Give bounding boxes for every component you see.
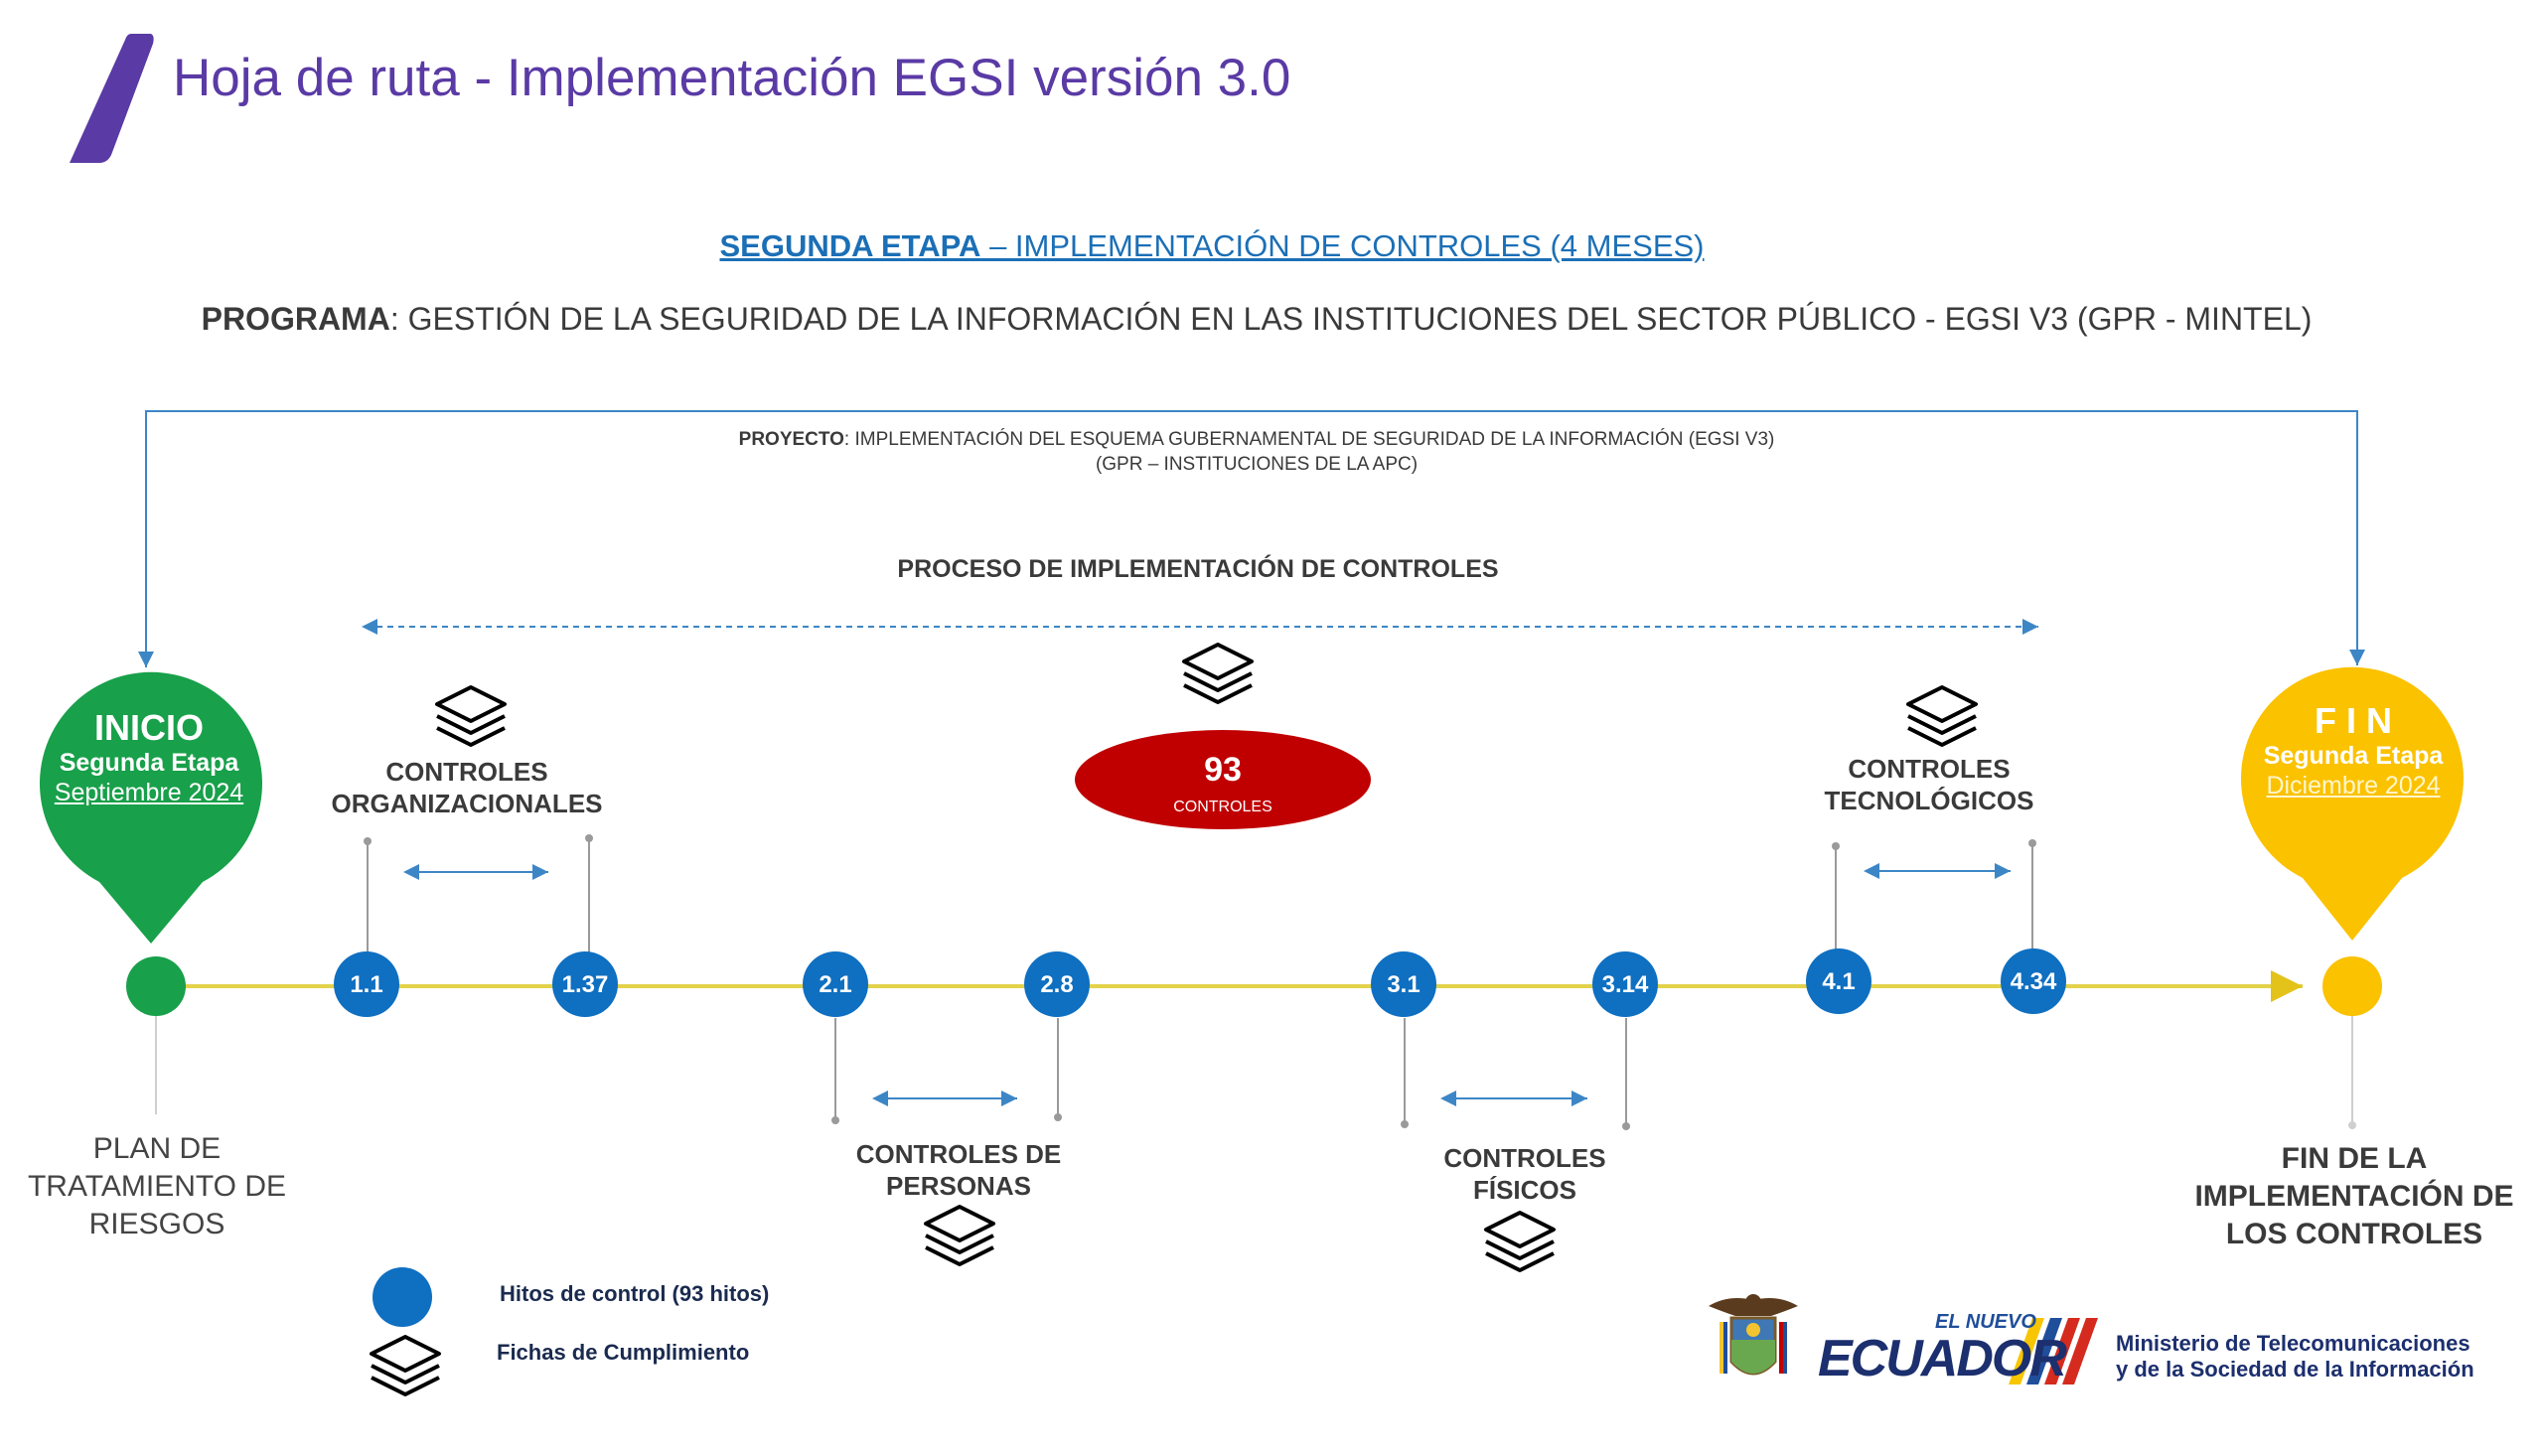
title-slash-icon [70, 34, 154, 163]
end-pin-label: F I N Segunda Etapa Diciembre 2024 [2263, 700, 2444, 801]
svg-text:1.37: 1.37 [562, 971, 609, 998]
svg-text:2.8: 2.8 [1040, 971, 1073, 998]
ecuador-flag-stripes-icon [2009, 1318, 2098, 1384]
milestone-node: 1.1 [334, 951, 399, 1017]
legend-milestone-icon [373, 1267, 432, 1327]
layers-icon [1484, 1211, 1556, 1272]
milestone-node: 4.1 [1806, 948, 1871, 1014]
layers-icon [1906, 685, 1978, 747]
milestone-node: 3.1 [1371, 951, 1436, 1017]
legend-milestones-text: Hitos de control (93 hitos) [500, 1281, 770, 1306]
milestone-node: 3.14 [1592, 951, 1658, 1017]
milestone-node: 4.34 [2001, 948, 2066, 1014]
milestone-node: 2.1 [803, 951, 868, 1017]
stage-heading: SEGUNDA ETAPA – IMPLEMENTACIÓN DE CONTRO… [719, 228, 1705, 263]
start-pin-label: INICIO Segunda Etapa Septiembre 2024 [54, 707, 244, 807]
logo-nuevo-text: EL NUEVO [1935, 1311, 2036, 1333]
total-controls-badge [1075, 730, 1371, 829]
legend-layers-icon [370, 1335, 441, 1396]
program-line: PROGRAMA: GESTIÓN DE LA SEGURIDAD DE LA … [201, 301, 2313, 337]
end-pin [2241, 666, 2464, 1129]
coat-of-arms-icon [1709, 1294, 1798, 1376]
page-title: Hoja de ruta - Implementación EGSI versi… [173, 49, 1291, 107]
svg-text:3.14: 3.14 [1602, 971, 1649, 998]
logo-ecuador-text: ECUADOR [1818, 1330, 2067, 1387]
total-value: 93 [1204, 751, 1242, 789]
milestone-node: 1.37 [552, 951, 618, 1017]
layers-icon [1182, 643, 1254, 704]
layers-icon [435, 685, 507, 747]
bracket-connector [145, 410, 2365, 665]
svg-text:2.1: 2.1 [819, 971, 851, 998]
svg-text:1.1: 1.1 [350, 971, 382, 998]
process-label: PROCESO DE IMPLEMENTACIÓN DE CONTROLES [897, 555, 1499, 583]
svg-text:4.1: 4.1 [1822, 968, 1855, 995]
svg-text:3.1: 3.1 [1387, 971, 1420, 998]
start-pin [40, 671, 262, 1114]
layers-icon [924, 1205, 995, 1266]
total-label: CONTROLES [1173, 799, 1272, 815]
milestone-node: 2.8 [1024, 951, 1090, 1017]
legend-sheets-text: Fichas de Cumplimiento [497, 1340, 750, 1365]
svg-text:4.34: 4.34 [2011, 968, 2057, 995]
project-line: PROYECTO: IMPLEMENTACIÓN DEL ESQUEMA GUB… [738, 429, 1775, 475]
